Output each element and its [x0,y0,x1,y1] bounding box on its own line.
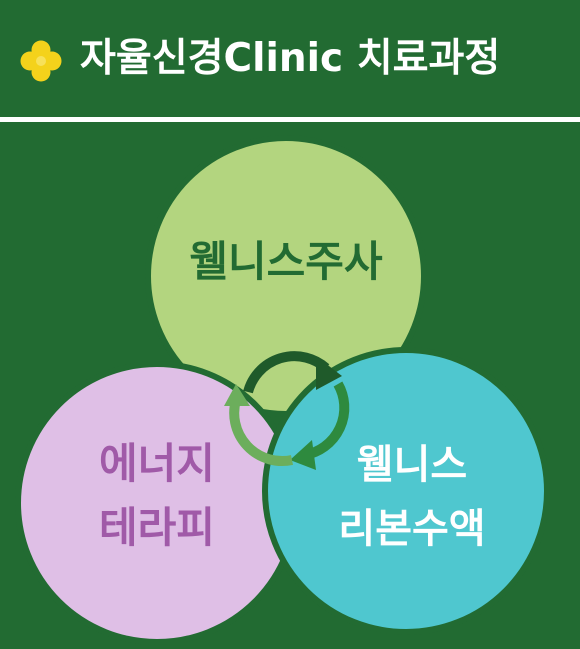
circle-right-label-line1: 웰니스 [357,442,467,488]
header: 자율신경Clinic 치료과정 [0,0,580,118]
circle-right-label-line2: 리본수액 [338,506,485,552]
flower-icon [20,40,62,82]
circle-left-label-line2: 테라피 [99,503,215,552]
circle-right [262,347,550,635]
circle-left-label-line1: 에너지 [99,439,215,488]
cycle-arrows-icon [224,351,350,470]
divider [0,117,580,122]
circle-top-label: 웰니스주사 [189,237,383,286]
page-title: 자율신경Clinic 치료과정 [80,36,501,81]
